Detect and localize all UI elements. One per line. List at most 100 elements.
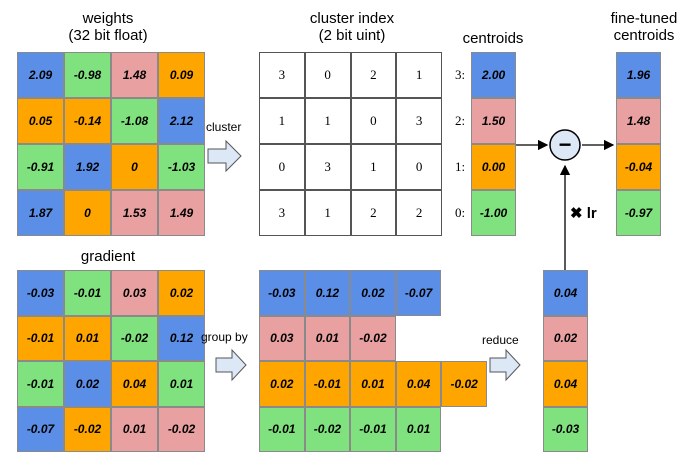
weight-cell: -0.14 [64,98,111,144]
grouped-gradient-cell: -0.02 [304,406,351,452]
grouped-gradient-cell: 0.03 [259,315,305,361]
gradient-cell: 0.12 [158,315,205,361]
weight-cell: 1.87 [17,190,64,236]
reduced-gradient-cell: 0.04 [543,270,588,316]
weights-title: weights (32 bit float) [68,10,148,44]
cluster-arrow [207,139,242,173]
weight-cell: 1.48 [111,52,158,98]
cluster-index-cell: 0 [396,144,442,190]
fine-tuned-centroid-cell: 1.96 [616,52,661,98]
cluster-index-cell: 3 [259,190,305,236]
cluster-index-cell: 2 [396,190,442,236]
cluster-index-cell: 1 [350,144,397,190]
centroids-title: centroids [462,30,524,47]
reduce-arrow [489,348,521,382]
gradient-cell: -0.03 [17,270,64,316]
gradient-cell: 0.01 [158,361,205,407]
fine-tuned-centroid-cell: 1.48 [616,98,661,144]
grouped-gradient-cell: 0.02 [350,270,396,316]
cluster-index-cell: 1 [396,52,442,98]
grouped-gradient-cell: 0.01 [304,315,351,361]
cluster-index-cell: 0 [350,98,397,144]
weight-cell: 0 [111,144,158,190]
grouped-gradient-cell: -0.01 [304,361,351,407]
subtract-node [549,129,581,161]
cluster-index-cell: 2 [350,190,397,236]
cluster-index-cell: 2 [350,52,397,98]
cluster-index-cell: 3 [259,52,305,98]
reduce-label: reduce [482,333,519,347]
gradient-cell: 0.03 [111,270,158,316]
gradient-cell: 0.04 [111,361,158,407]
centroid-cell: 1.50 [471,98,516,144]
weight-cell: 1.49 [158,190,205,236]
gradient-cell: 0.02 [64,361,111,407]
cluster-index-title: cluster index (2 bit uint) [309,10,395,44]
cluster-index-cell: 1 [304,98,351,144]
grouped-gradient-cell: 0.04 [395,361,442,407]
centroid-cell: 0.00 [471,144,516,190]
weight-cell: 0.05 [17,98,64,144]
centroid-index-label: 3: [455,67,466,82]
cluster-index-cell: 0 [304,52,351,98]
weight-cell: -1.08 [111,98,158,144]
grouped-gradient-cell: -0.01 [350,406,396,452]
fine-tuned-centroid-cell: -0.97 [616,190,661,236]
fine-tuned-centroid-cell: -0.04 [616,144,661,190]
cluster-index-cell: 1 [259,98,305,144]
weight-cell: -1.03 [158,144,205,190]
gradient-cell: -0.02 [158,406,205,452]
weight-cell: 2.09 [17,52,64,98]
group-by-label: group by [201,330,248,344]
cluster-index-cell: 1 [304,190,351,236]
gradient-cell: -0.02 [64,406,111,452]
grouped-gradient-cell: 0.12 [304,270,351,316]
gradient-cell: -0.01 [17,361,64,407]
grouped-gradient-cell: -0.03 [259,270,305,316]
gradient-cell: 0.02 [158,270,205,316]
grouped-gradient-cell: 0.01 [350,361,396,407]
reduced-gradient-cell: 0.02 [543,315,588,361]
weight-cell: -0.98 [64,52,111,98]
gradient-cell: -0.02 [111,315,158,361]
grouped-gradient-cell: 0.02 [259,361,305,407]
gradient-cell: -0.01 [17,315,64,361]
weight-cell: -0.91 [17,144,64,190]
weight-cell: 1.53 [111,190,158,236]
grouped-gradient-cell: -0.07 [395,270,442,316]
grouped-gradient-cell: 0.01 [395,406,442,452]
group-by-arrow [215,348,247,382]
centroid-cell: 2.00 [471,52,516,98]
cluster-index-cell: 0 [259,144,305,190]
gradient-cell: 0.01 [64,315,111,361]
weight-cell: 0 [64,190,111,236]
fine-tuned-centroids-title: fine-tuned centroids [610,10,678,44]
gradient-cell: 0.01 [111,406,158,452]
centroid-index-label: 2: [455,113,466,128]
grouped-gradient-cell: -0.02 [350,315,396,361]
weight-cell: 2.12 [158,98,205,144]
centroid-index-label: 0: [455,205,466,220]
centroid-index-label: 1: [455,159,466,174]
cluster-index-cell: 3 [396,98,442,144]
gradient-title: gradient [80,248,136,265]
learning-rate-label: ✖ lr [570,205,597,222]
reduced-gradient-cell: -0.03 [543,406,588,452]
weight-cell: 0.09 [158,52,205,98]
gradient-cell: -0.07 [17,406,64,452]
reduced-gradient-cell: 0.04 [543,361,588,407]
grouped-gradient-cell: -0.01 [259,406,305,452]
cluster-index-cell: 3 [304,144,351,190]
gradient-cell: -0.01 [64,270,111,316]
grouped-gradient-cell: -0.02 [441,361,487,407]
weight-cell: 1.92 [64,144,111,190]
cluster-label: cluster [206,120,242,134]
centroid-cell: -1.00 [471,190,516,236]
